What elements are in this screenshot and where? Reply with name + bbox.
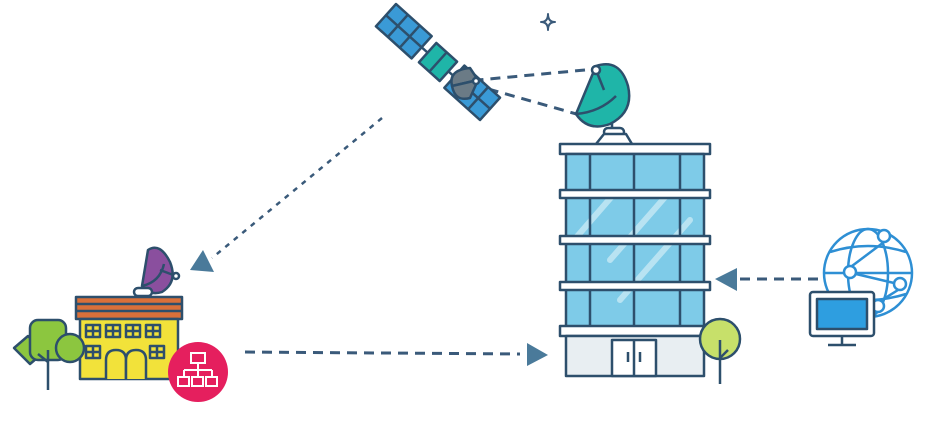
arrow-to-datacenter-from-branch <box>527 343 548 366</box>
links <box>211 68 818 356</box>
arrow-to-datacenter-from-internet <box>715 268 737 291</box>
house-building-icon <box>74 295 184 381</box>
dish-bowl <box>574 63 631 128</box>
tree-icon <box>698 317 742 384</box>
branch-roof <box>74 295 184 321</box>
office-building-icon <box>558 142 712 378</box>
datacenter-dish <box>574 63 634 145</box>
tree-icon <box>12 318 86 390</box>
link-datacenter-to-satellite-upper <box>477 68 586 82</box>
monitor-icon <box>808 290 876 347</box>
link-satellite-to-branch <box>211 117 383 259</box>
building-roof <box>558 142 712 156</box>
sparkle-icon <box>540 13 556 31</box>
arrowheads <box>190 250 737 366</box>
satellite-icon <box>374 2 502 122</box>
link-datacenter-to-satellite-lower <box>484 86 581 117</box>
arrow-to-branch-dish <box>190 250 214 272</box>
branch-dish <box>132 246 181 298</box>
link-branch-to-datacenter <box>244 350 521 356</box>
satellite-dish-icon <box>450 66 481 100</box>
network-hierarchy-icon <box>168 342 228 402</box>
